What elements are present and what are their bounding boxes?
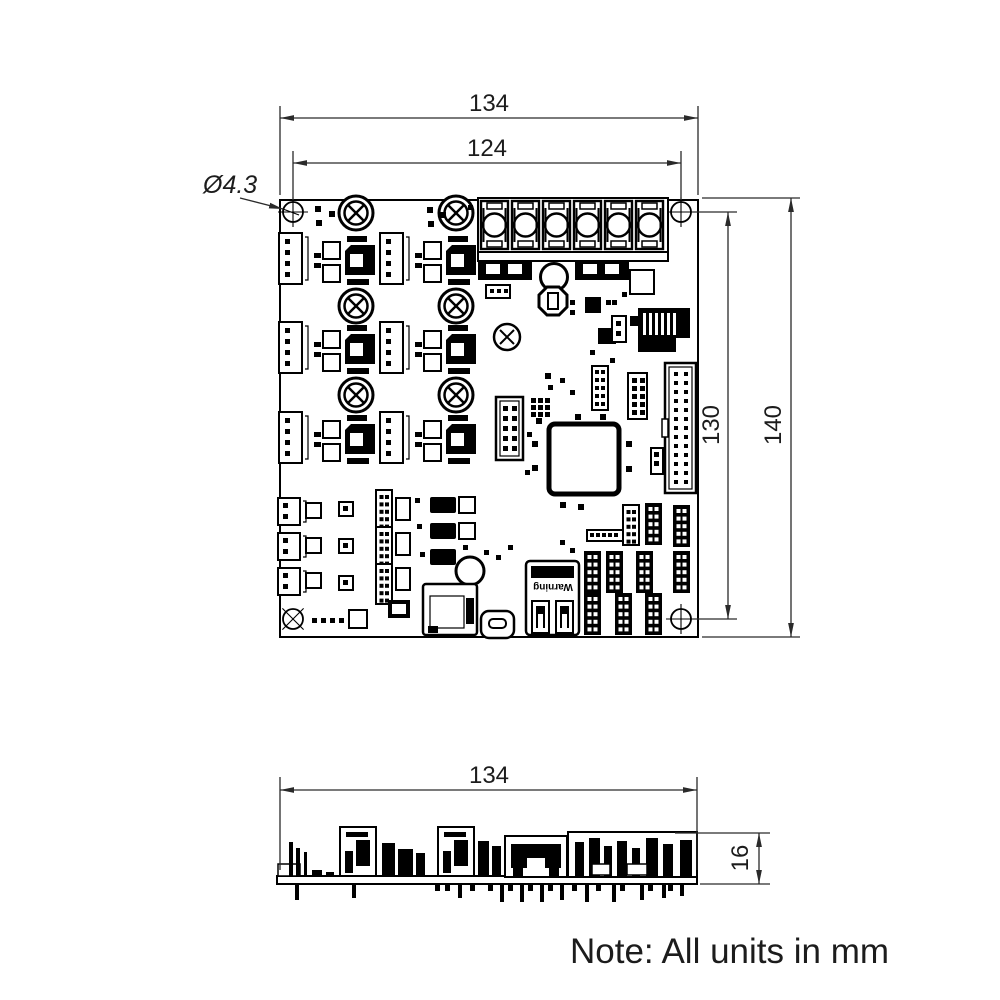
dim-label-130: 130 xyxy=(698,405,725,445)
jumper-pad-grid xyxy=(531,398,550,417)
thermistor-headers xyxy=(338,489,411,605)
side-components xyxy=(277,826,698,902)
usb-connector xyxy=(479,609,516,640)
solder-pad-row xyxy=(312,609,368,629)
units-note: Note: All units in mm xyxy=(570,932,889,971)
dim-label-hole-diameter: Ø4.3 xyxy=(202,171,257,199)
crystal xyxy=(492,322,522,352)
smd-pads xyxy=(315,205,632,560)
power-connector: Warning xyxy=(524,559,581,637)
warning-label: Warning xyxy=(533,581,573,592)
power-capacitor xyxy=(454,555,486,587)
pcb-side-view: 134 16 xyxy=(276,762,770,902)
pin-strip-horizontal xyxy=(586,529,624,542)
endstop-connectors xyxy=(277,497,322,596)
mosfets xyxy=(430,496,476,565)
dimension-overall-width-top: 134 xyxy=(279,90,699,195)
reset-button xyxy=(388,600,410,618)
icsp-box-header xyxy=(494,395,525,462)
regulator-ic xyxy=(585,297,601,313)
through-hole-pins xyxy=(295,884,684,902)
aux-header xyxy=(650,447,664,475)
dim-label-140: 140 xyxy=(760,405,787,445)
rj45-profile xyxy=(504,835,568,878)
mcu-chip xyxy=(546,421,622,497)
connector-row-profile xyxy=(567,831,698,878)
pin-header-2x5-a xyxy=(591,365,609,411)
pcb-top-view: Warning xyxy=(202,90,800,642)
power-inductor xyxy=(537,285,569,317)
smd-component xyxy=(629,269,655,295)
dimension-overall-width-side: 134 xyxy=(279,762,698,870)
dim-label-134-side: 134 xyxy=(469,762,509,789)
dim-label-16: 16 xyxy=(727,845,754,872)
dimension-hole-spacing-width: 124 xyxy=(292,135,682,200)
small-connector-4pin xyxy=(485,284,511,299)
fuse-holders xyxy=(478,260,629,280)
screw-terminal-block xyxy=(477,197,669,262)
idc-26-connector xyxy=(661,361,698,495)
ethernet-jack xyxy=(630,308,690,352)
small-connector-2pin xyxy=(611,315,627,343)
dim-label-124: 124 xyxy=(467,135,507,162)
dimension-hole-spacing-height: 130 xyxy=(693,211,737,620)
dimension-overall-height: 140 xyxy=(702,197,800,638)
sd-card-slot xyxy=(421,582,479,637)
dimension-height-side: 16 xyxy=(675,832,770,885)
dim-label-134-top: 134 xyxy=(469,90,509,117)
expansion-header-grid xyxy=(584,503,690,635)
dimension-hole-diameter: Ø4.3 xyxy=(202,171,300,216)
pin-header-2x5-b xyxy=(627,372,648,420)
